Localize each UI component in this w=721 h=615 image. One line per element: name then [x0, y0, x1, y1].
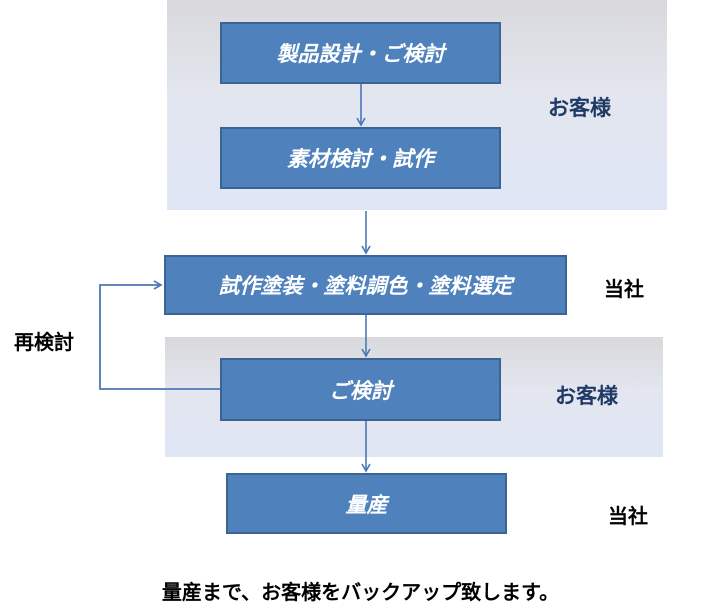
- step-trial-coating: 試作塗装・塗料調色・塗料選定: [164, 255, 567, 315]
- company-label-top: 当社: [604, 277, 644, 301]
- re-review-label: 再検討: [14, 330, 74, 354]
- company-label-bottom: 当社: [608, 504, 648, 528]
- customer-label-top: お客様: [548, 96, 611, 120]
- step-review: ご検討: [220, 358, 501, 421]
- customer-label-bottom: お客様: [555, 384, 618, 408]
- feedback-loop-arrow: [99, 280, 220, 390]
- step-mass-production: 量産: [226, 473, 507, 534]
- footer-message: 量産まで、お客様をバックアップ致します。: [161, 580, 560, 604]
- step-material-review: 素材検討・試作: [220, 127, 501, 189]
- step-product-design: 製品設計・ご検討: [220, 22, 501, 84]
